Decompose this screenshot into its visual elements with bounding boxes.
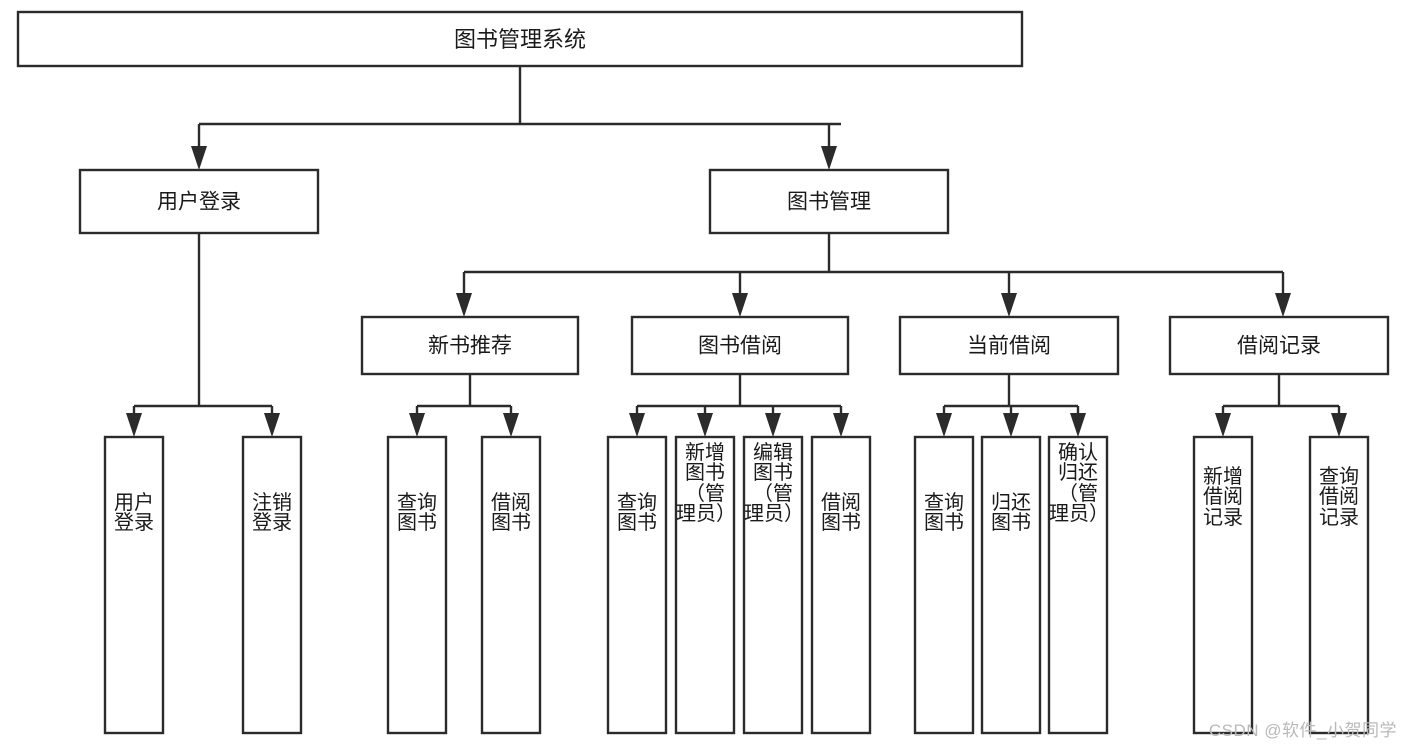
leaf-box-return-book[interactable] xyxy=(980,435,1042,735)
leaf-boxes-layer xyxy=(103,435,1370,735)
node-current-borrow-box xyxy=(898,315,1120,376)
node-borrow-record-label: 借阅记录 xyxy=(1237,335,1321,358)
node-current-borrow[interactable]: 当前借阅 xyxy=(898,315,1120,376)
node-book-borrow[interactable]: 图书借阅 xyxy=(630,315,850,376)
node-book-management[interactable]: 图书管理 xyxy=(708,168,950,235)
arrowhead-current-leaf-1 xyxy=(936,413,952,437)
leaf-box-edit-book-admin[interactable] xyxy=(742,435,804,735)
arrowhead-current-borrow xyxy=(1001,293,1017,317)
arrowhead-borrow-record xyxy=(1275,293,1291,317)
arrowhead-borrow-leaf-3 xyxy=(765,413,781,437)
node-root-book-management-system[interactable]: 图书管理系统 xyxy=(16,10,1024,68)
arrowhead-current-leaf-2 xyxy=(1003,413,1019,437)
leaf-box-add-book-admin[interactable] xyxy=(674,435,736,735)
arrowhead-borrow-leaf-4 xyxy=(833,413,849,437)
node-book-borrow-label: 图书借阅 xyxy=(698,335,782,358)
node-new-book-recommend-label: 新书推荐 xyxy=(428,335,512,358)
arrowhead-record-leaf-1 xyxy=(1215,413,1231,437)
arrowhead-new-book-recommend xyxy=(456,293,472,317)
arrowhead-book-borrow xyxy=(732,293,748,317)
node-user-login-label: 用户登录 xyxy=(157,191,241,214)
csdn-watermark: CSDN @软件_小贺同学 xyxy=(1208,721,1397,740)
node-book-management-label: 图书管理 xyxy=(787,191,871,214)
leaf-box-borrow-book-1[interactable] xyxy=(480,435,542,735)
arrowhead-leaf-user-login xyxy=(126,413,142,437)
leaf-box-user-login[interactable] xyxy=(103,435,165,735)
leaf-box-borrow-book-2[interactable] xyxy=(810,435,872,735)
node-borrow-record[interactable]: 借阅记录 xyxy=(1168,315,1390,376)
arrowhead-borrow-leaf-1 xyxy=(629,413,645,437)
node-new-book-recommend[interactable]: 新书推荐 xyxy=(360,315,580,376)
leaf-box-query-book-1[interactable] xyxy=(386,435,448,735)
arrowhead-user-login xyxy=(191,146,207,170)
arrowhead-newbook-leaf-2 xyxy=(503,413,519,437)
node-new-book-recommend-box xyxy=(360,315,580,376)
arrowhead-record-leaf-2 xyxy=(1331,413,1347,437)
arrowhead-newbook-leaf-1 xyxy=(409,413,425,437)
arrowhead-leaf-logout xyxy=(264,413,280,437)
leaf-box-confirm-return-admin[interactable] xyxy=(1047,435,1109,735)
leaf-box-query-borrow-record[interactable] xyxy=(1308,435,1370,735)
node-book-borrow-box xyxy=(630,315,850,376)
arrowhead-book-manage xyxy=(821,146,837,170)
leaf-box-add-borrow-record[interactable] xyxy=(1192,435,1254,735)
node-book-management-box xyxy=(708,168,950,235)
node-root-box xyxy=(16,10,1024,68)
connectors-layer xyxy=(126,66,1347,437)
leaf-box-logout[interactable] xyxy=(241,435,303,735)
node-user-login[interactable]: 用户登录 xyxy=(78,168,320,235)
node-root-label: 图书管理系统 xyxy=(454,27,586,52)
node-current-borrow-label: 当前借阅 xyxy=(967,335,1051,358)
arrowhead-current-leaf-3 xyxy=(1070,413,1086,437)
leaf-box-query-book-2[interactable] xyxy=(606,435,668,735)
arrowhead-borrow-leaf-2 xyxy=(697,413,713,437)
leaf-box-query-book-3[interactable] xyxy=(913,435,975,735)
node-borrow-record-box xyxy=(1168,315,1390,376)
node-user-login-box xyxy=(78,168,320,235)
